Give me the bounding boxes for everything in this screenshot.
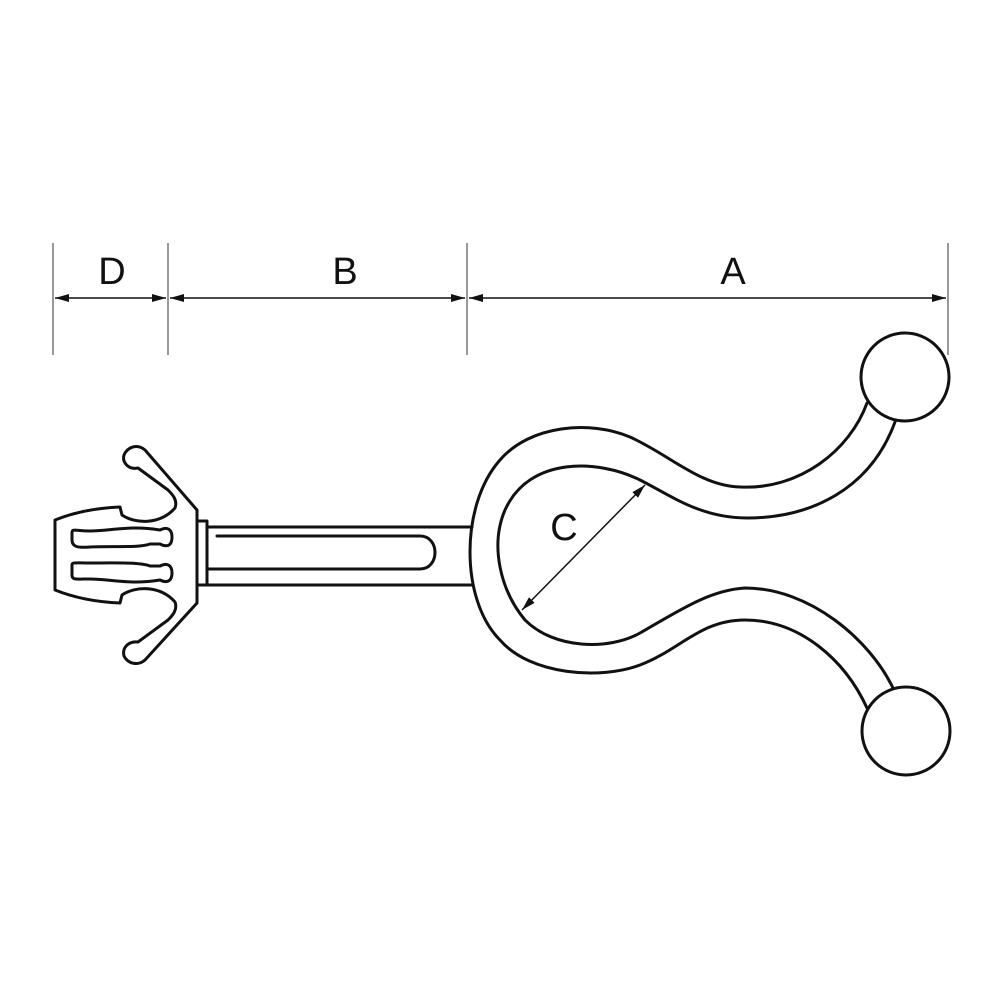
ball-end-bottom	[860, 685, 952, 777]
stem-slot	[205, 534, 437, 571]
anchor-outline	[53, 445, 199, 665]
loop-inner-edge	[496, 420, 897, 690]
anchor-slot-lower	[70, 561, 174, 584]
dimension-label-a: A	[720, 251, 746, 293]
collar	[195, 519, 209, 587]
dimension-label-d: D	[98, 251, 125, 293]
loop-outer-edge	[468, 401, 869, 710]
dimension-label-c: C	[550, 507, 577, 549]
extension-lines	[52, 243, 949, 355]
anchor-slot-upper	[70, 526, 174, 549]
arrowhead-anchor	[53, 445, 199, 665]
stem	[205, 525, 474, 587]
ball-end-top	[859, 331, 951, 423]
dimension-label-b: B	[332, 251, 357, 293]
dimension-arrow-c	[521, 484, 646, 611]
